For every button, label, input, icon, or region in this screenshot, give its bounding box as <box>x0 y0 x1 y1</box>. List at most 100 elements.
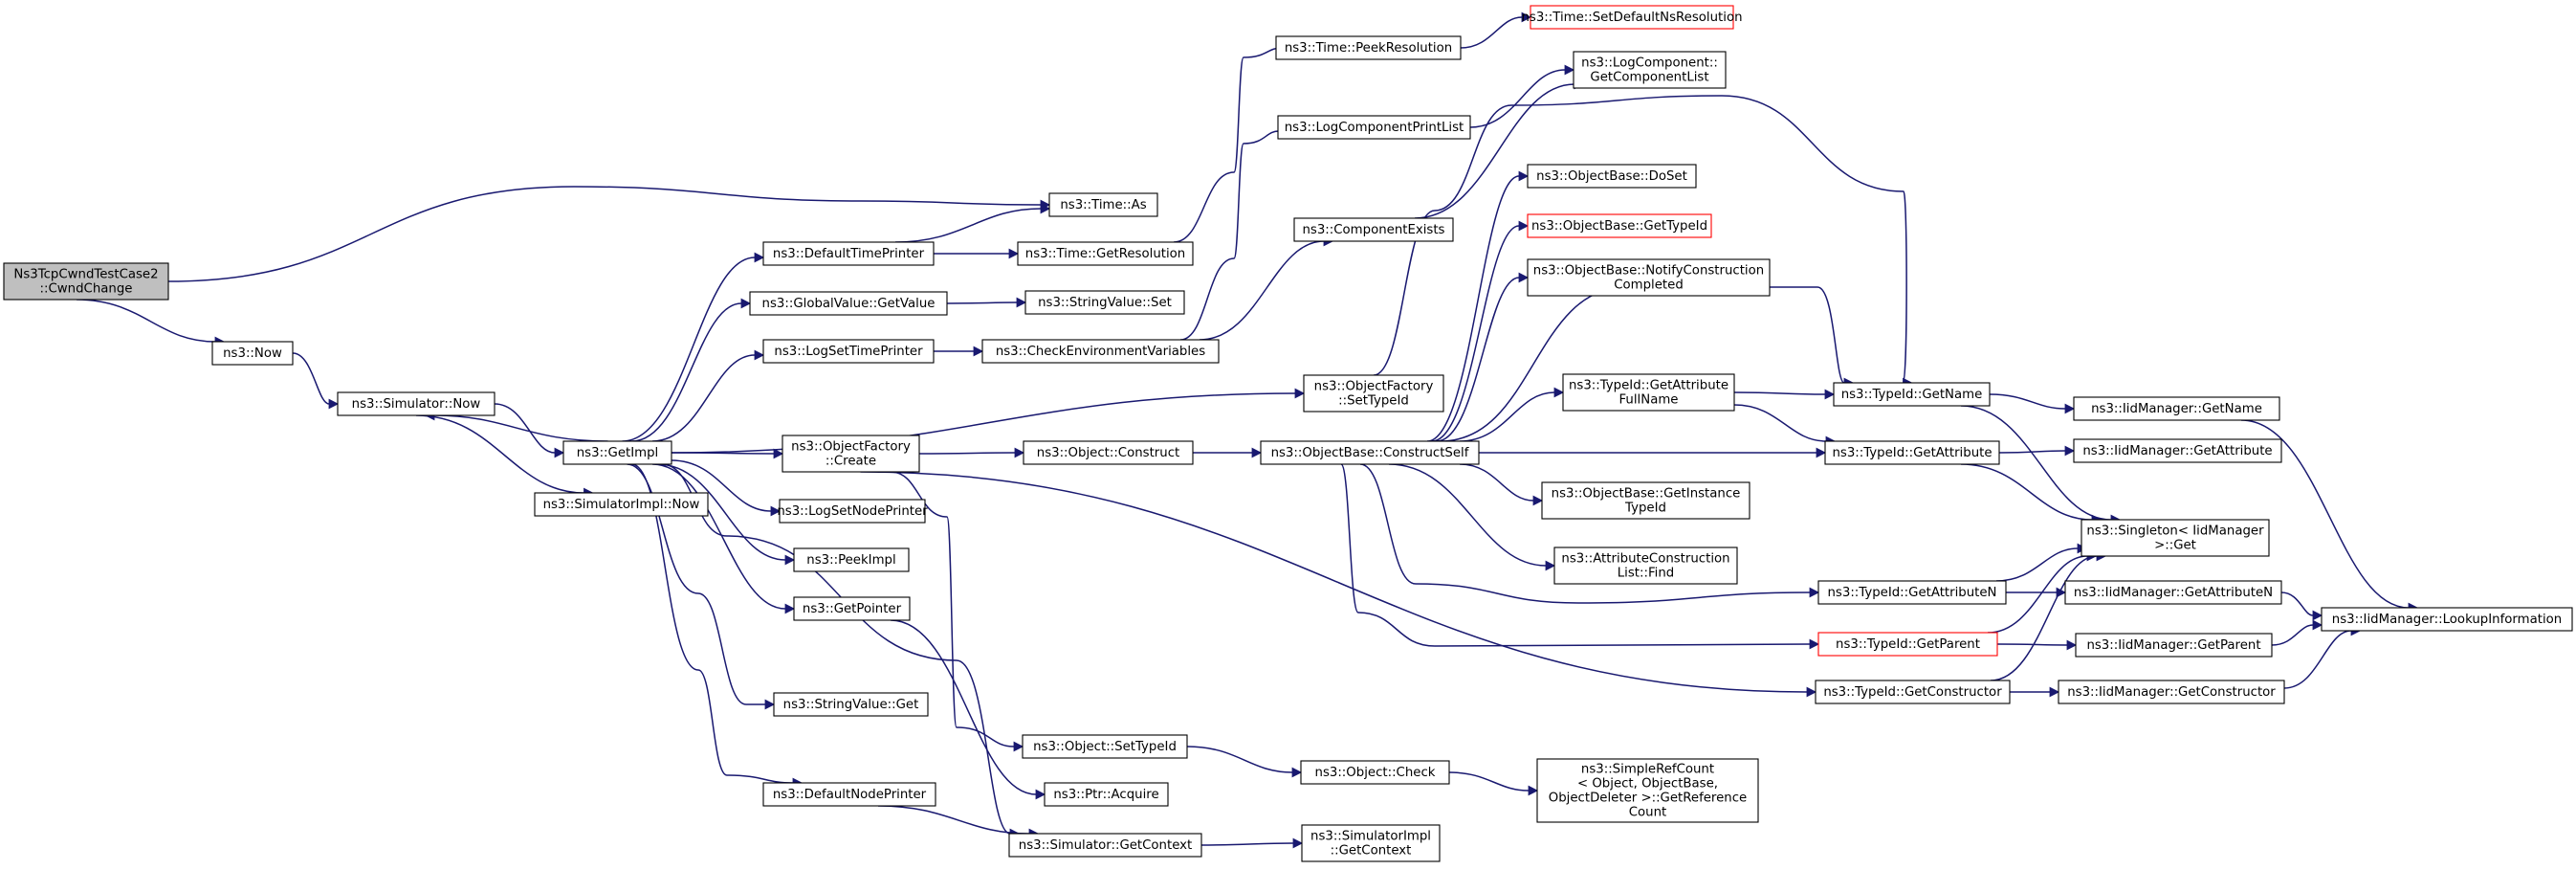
node-box[interactable] <box>762 782 936 807</box>
node-obconstructself[interactable]: ns3::ObjectBase::ConstructSelf <box>1260 440 1480 465</box>
node-box[interactable] <box>2064 580 2282 605</box>
node-timegetres[interactable]: ns3::Time::GetResolution <box>1017 241 1194 266</box>
node-box[interactable] <box>1536 758 1759 823</box>
node-tidgetattr[interactable]: ns3::TypeId::GetAttribute <box>1824 440 2000 465</box>
node-ofcreate[interactable]: ns3::ObjectFactory::Create <box>782 435 920 473</box>
node-box[interactable] <box>2073 396 2280 421</box>
node-box[interactable] <box>534 492 709 517</box>
node-box[interactable] <box>1573 51 1727 89</box>
node-box[interactable] <box>1017 241 1194 266</box>
node-box[interactable] <box>1303 374 1444 413</box>
node-box[interactable] <box>1260 440 1480 465</box>
edge-line <box>1996 643 2068 646</box>
node-box[interactable] <box>793 547 910 572</box>
node-simimplgetctx[interactable]: ns3::SimulatorImpl::GetContext <box>1301 824 1441 862</box>
node-peekimpl[interactable]: ns3::PeekImpl <box>793 547 910 572</box>
node-box[interactable] <box>1527 164 1697 189</box>
node-logcompgetlist[interactable]: ns3::LogComponent::GetComponentList <box>1573 51 1727 89</box>
node-obnotify[interactable]: ns3::ObjectBase::NotifyConstructionCompl… <box>1527 258 1771 297</box>
node-compexists[interactable]: ns3::ComponentExists <box>1293 217 1454 242</box>
node-box[interactable] <box>1277 115 1471 140</box>
node-box[interactable] <box>2321 607 2573 632</box>
node-srcgetref[interactable]: ns3::SimpleRefCount< Object, ObjectBase,… <box>1536 758 1759 823</box>
node-getimpl[interactable]: ns3::GetImpl <box>562 440 672 465</box>
node-iidlookup[interactable]: ns3::IidManager::LookupInformation <box>2321 607 2573 632</box>
node-iidgetparent[interactable]: ns3::IidManager::GetParent <box>2075 633 2273 658</box>
node-label: ns3::ObjectBase::ConstructSelf <box>1271 446 1469 460</box>
node-logsetnode[interactable]: ns3::LogSetNodePrinter <box>777 499 928 524</box>
node-box[interactable] <box>1817 632 1998 657</box>
node-box[interactable] <box>1815 680 2011 704</box>
node-iidgetname[interactable]: ns3::IidManager::GetName <box>2073 396 2280 421</box>
node-box[interactable] <box>1022 734 1188 759</box>
node-box[interactable] <box>1300 760 1450 785</box>
node-simgetctx[interactable]: ns3::Simulator::GetContext <box>1008 833 1202 858</box>
node-iidgetattr[interactable]: ns3::IidManager::GetAttribute <box>2073 438 2282 463</box>
node-box[interactable] <box>1048 192 1158 217</box>
node-box[interactable] <box>2073 438 2282 463</box>
node-box[interactable] <box>1008 833 1202 858</box>
node-defnodeprinter[interactable]: ns3::DefaultNodePrinter <box>762 782 936 807</box>
node-box[interactable] <box>1833 382 1991 407</box>
node-box[interactable] <box>1023 440 1194 465</box>
node-simimplnow[interactable]: ns3::SimulatorImpl::Now <box>534 492 709 517</box>
node-box[interactable] <box>762 339 935 364</box>
node-tidgetname[interactable]: ns3::TypeId::GetName <box>1833 382 1991 407</box>
node-obdoset[interactable]: ns3::ObjectBase::DoSet <box>1527 164 1697 189</box>
node-box[interactable] <box>1817 580 2007 605</box>
node-obgettypeid[interactable]: ns3::ObjectBase::GetTypeId <box>1527 213 1712 238</box>
node-box[interactable] <box>2081 519 2270 557</box>
node-checkenv[interactable]: ns3::CheckEnvironmentVariables <box>981 339 1220 364</box>
node-objconstruct[interactable]: ns3::Object::Construct <box>1023 440 1194 465</box>
node-svget[interactable]: ns3::StringValue::Get <box>773 692 929 717</box>
node-logsettime[interactable]: ns3::LogSetTimePrinter <box>762 339 935 364</box>
node-box[interactable] <box>762 241 935 266</box>
node-singleton[interactable]: ns3::Singleton< IidManager>::Get <box>2081 519 2270 557</box>
node-box[interactable] <box>1044 782 1169 807</box>
node-box[interactable] <box>1275 35 1462 60</box>
node-timeas[interactable]: ns3::Time::As <box>1048 192 1158 217</box>
node-box[interactable] <box>749 291 948 316</box>
node-box[interactable] <box>1527 258 1771 297</box>
node-box[interactable] <box>1301 824 1441 862</box>
node-tidgetattrn[interactable]: ns3::TypeId::GetAttributeN <box>1817 580 2007 605</box>
node-box[interactable] <box>1824 440 2000 465</box>
node-objsettypeid[interactable]: ns3::Object::SetTypeId <box>1022 734 1188 759</box>
node-deftimeprinter[interactable]: ns3::DefaultTimePrinter <box>762 241 935 266</box>
node-svset[interactable]: ns3::StringValue::Set <box>1024 290 1185 315</box>
node-box[interactable] <box>1541 481 1750 520</box>
node-box[interactable] <box>782 435 920 473</box>
node-ptracquire[interactable]: ns3::Ptr::Acquire <box>1044 782 1169 807</box>
node-box[interactable] <box>981 339 1220 364</box>
node-box[interactable] <box>1293 217 1454 242</box>
node-box[interactable] <box>2058 680 2285 704</box>
node-tidgetparent[interactable]: ns3::TypeId::GetParent <box>1817 632 1998 657</box>
node-box[interactable] <box>779 499 926 524</box>
node-tidgetctor[interactable]: ns3::TypeId::GetConstructor <box>1815 680 2011 704</box>
node-box[interactable] <box>2075 633 2273 658</box>
node-box[interactable] <box>562 440 672 465</box>
node-box[interactable] <box>337 391 495 416</box>
node-ofsettypeid[interactable]: ns3::ObjectFactory::SetTypeId <box>1303 374 1444 413</box>
node-logcompprintlist[interactable]: ns3::LogComponentPrintList <box>1277 115 1471 140</box>
node-box[interactable] <box>1527 213 1712 238</box>
node-gvgetvalue[interactable]: ns3::GlobalValue::GetValue <box>749 291 948 316</box>
node-objcheck[interactable]: ns3::Object::Check <box>1300 760 1450 785</box>
node-box[interactable] <box>1553 547 1738 585</box>
node-box[interactable] <box>793 596 911 621</box>
node-now[interactable]: ns3::Now <box>211 341 294 366</box>
node-simnow[interactable]: ns3::Simulator::Now <box>337 391 495 416</box>
node-getpointer[interactable]: ns3::GetPointer <box>793 596 911 621</box>
node-box[interactable] <box>1024 290 1185 315</box>
node-box[interactable] <box>211 341 294 366</box>
node-box[interactable] <box>1562 373 1735 412</box>
node-iidgetctor[interactable]: ns3::IidManager::GetConstructor <box>2058 680 2285 704</box>
node-timesetdefns[interactable]: ns3::Time::SetDefaultNsResolution <box>1521 5 1743 30</box>
node-box[interactable] <box>1530 5 1734 30</box>
node-timepeekres[interactable]: ns3::Time::PeekResolution <box>1275 35 1462 60</box>
node-box[interactable] <box>773 692 929 717</box>
node-iidgetattrn[interactable]: ns3::IidManager::GetAttributeN <box>2064 580 2282 605</box>
